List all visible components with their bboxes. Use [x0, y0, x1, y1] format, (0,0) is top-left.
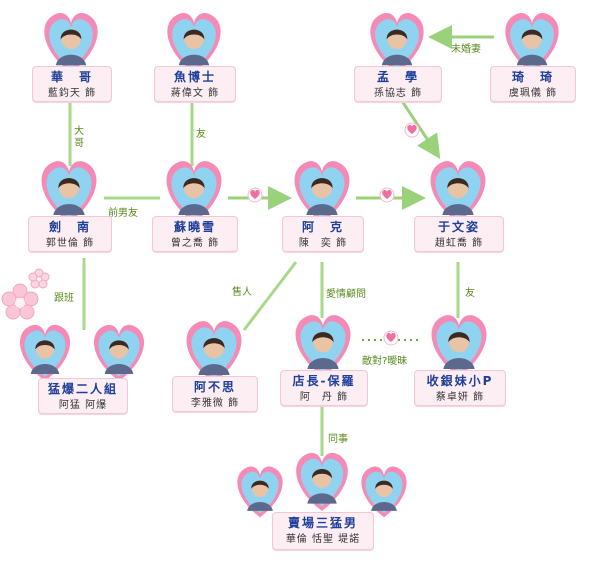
heart-badge: [248, 188, 262, 202]
heart-frame-icon: [88, 322, 150, 384]
character-name: 收銀妹小P: [415, 372, 505, 389]
relation-label-big-brother: 大哥: [73, 126, 85, 150]
character-name: 華 哥: [33, 68, 111, 85]
actor-credit: 陳 奕 飾: [283, 234, 363, 249]
character-name: 魚博士: [155, 68, 235, 85]
actor-credit: 趙虹喬 飾: [415, 234, 503, 249]
actor-credit: 曾之喬 飾: [153, 234, 237, 249]
actor-credit: 李雅微 飾: [173, 394, 257, 409]
node-suxiaoxue[interactable]: 蘇曉雪 曾之喬 飾: [152, 158, 236, 260]
character-name: 劍 南: [29, 218, 111, 235]
relation-label-colleague: 同事: [328, 430, 348, 445]
actor-credit: 蔣偉文 飾: [155, 84, 235, 99]
actor-credit: 虞珮儀 飾: [491, 84, 575, 99]
heart-badge: [405, 123, 419, 137]
node-abusi[interactable]: 阿不思 李雅微 飾: [172, 318, 256, 420]
character-name: 蘇曉雪: [153, 218, 237, 235]
name-card: 阿 克 陳 奕 飾: [282, 216, 364, 252]
heart-frame-icon: [14, 322, 76, 384]
character-name: 賣場三猛男: [273, 514, 373, 531]
character-name: 阿 克: [283, 218, 363, 235]
name-card: 店長-保羅 阿 丹 飾: [280, 370, 368, 406]
heart-badge: [380, 188, 394, 202]
relation-label-fiancee: 未婚妻: [451, 40, 481, 55]
actor-credit: 孫協志 飾: [355, 84, 441, 99]
name-card: 魚博士 蔣偉文 飾: [154, 66, 236, 102]
node-dianzhang[interactable]: 店長-保羅 阿 丹 飾: [280, 312, 366, 414]
actor-credit: 郭世倫 飾: [29, 234, 111, 249]
name-card: 阿不思 李雅微 飾: [172, 376, 258, 412]
node-guichang[interactable]: 賣場三猛男 華倫 恬聖 堤諾: [232, 450, 412, 560]
node-huage[interactable]: 華 哥 藍鈞天 飾: [32, 10, 110, 110]
character-name: 琦 琦: [491, 68, 575, 85]
name-card: 收銀妹小P 蔡卓妍 飾: [414, 370, 506, 406]
node-ake[interactable]: 阿 克 陳 奕 飾: [282, 158, 362, 260]
character-name: 于文姿: [415, 218, 503, 235]
relation-label-rival-ambiguous: 敵對?曖昧: [362, 352, 407, 367]
actor-credit: 蔡卓妍 飾: [415, 388, 505, 403]
name-card: 賣場三猛男 華倫 恬聖 堤諾: [272, 512, 374, 550]
heart-frame-icon: [290, 450, 354, 514]
relation-label-love-advisor: 愛情顧問: [326, 285, 366, 300]
actor-credit: 阿猛 阿爆: [39, 396, 127, 411]
name-card: 孟 學 孫協志 飾: [354, 66, 442, 102]
name-card: 劍 南 郭世倫 飾: [28, 216, 112, 252]
node-shouyin[interactable]: 收銀妹小P 蔡卓妍 飾: [414, 312, 504, 414]
node-mengbao[interactable]: 猛爆二人組 阿猛 阿爆: [14, 322, 150, 422]
actor-credit: 阿 丹 飾: [281, 388, 367, 403]
relation-label-friend: 友: [196, 125, 206, 140]
node-yuboshi[interactable]: 魚博士 蔣偉文 飾: [154, 10, 234, 110]
heart-badge: [384, 331, 398, 345]
character-name: 猛爆二人組: [39, 380, 127, 397]
name-card: 琦 琦 虞珮儀 飾: [490, 66, 576, 102]
name-card: 猛爆二人組 阿猛 阿爆: [38, 378, 128, 414]
relation-label-follower: 跟班: [54, 289, 74, 304]
node-mengxue[interactable]: 孟 學 孫協志 飾: [354, 10, 440, 110]
actor-credit: 藍鈞天 飾: [33, 84, 111, 99]
node-yuwenzi[interactable]: 于文姿 趙虹喬 飾: [414, 158, 502, 260]
name-card: 華 哥 藍鈞天 飾: [32, 66, 112, 102]
relation-label-salesperson: 售人: [232, 283, 252, 298]
node-jiannan[interactable]: 劍 南 郭世倫 飾: [28, 158, 110, 260]
relation-label-friend: 友: [465, 284, 475, 299]
flower-icon: [28, 268, 50, 290]
node-qiqi[interactable]: 琦 琦 虞珮儀 飾: [490, 10, 574, 110]
character-name: 店長-保羅: [281, 372, 367, 389]
relation-label-ex-boyfriend: 前男友: [108, 204, 138, 219]
actor-credit: 華倫 恬聖 堤諾: [273, 530, 373, 545]
name-card: 于文姿 趙虹喬 飾: [414, 216, 504, 252]
name-card: 蘇曉雪 曾之喬 飾: [152, 216, 238, 252]
character-name: 孟 學: [355, 68, 441, 85]
character-name: 阿不思: [173, 378, 257, 395]
